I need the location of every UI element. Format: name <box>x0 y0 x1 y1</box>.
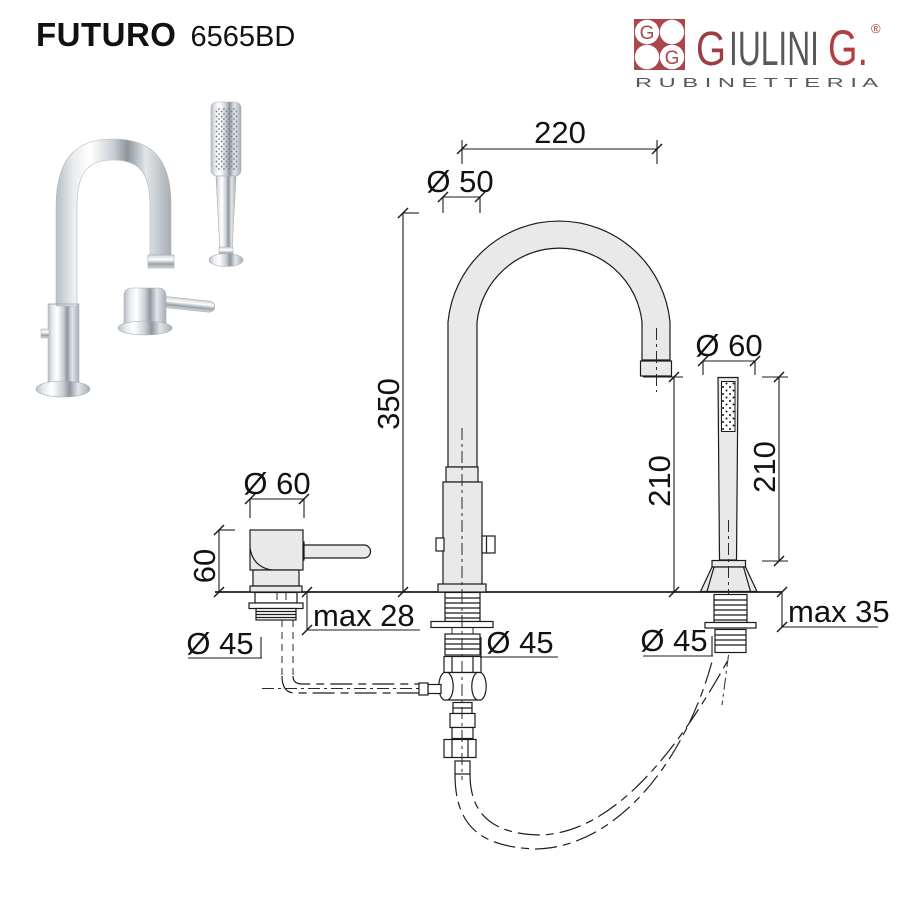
photo-shower-knurl <box>215 108 237 170</box>
dim-handle-height: 60 <box>187 549 222 583</box>
photo-spout-arch <box>55 138 172 307</box>
valve-side-port <box>427 683 442 695</box>
logo-final: G. <box>828 20 868 76</box>
handle-washer <box>248 602 304 610</box>
handle-body <box>249 529 304 571</box>
logo-mark-g2: G <box>665 48 680 69</box>
dim-hole-left: Ø 45 <box>186 626 253 661</box>
handle-flange <box>249 585 303 593</box>
dim-handshower-length: 210 <box>747 441 782 493</box>
photo-handle-base <box>117 320 173 336</box>
right-shank-thread <box>713 593 748 624</box>
dim-hole-right: Ø 45 <box>640 623 707 658</box>
hose-nut <box>443 738 477 759</box>
photo-spout <box>35 138 175 398</box>
dim-max-deck-left: max 28 <box>313 598 415 633</box>
logo-mark-g1: G <box>640 23 655 44</box>
dim-hole-center: Ø 45 <box>486 625 553 660</box>
photo-spout-base <box>35 380 91 398</box>
spout-left-tab <box>435 537 445 552</box>
photo-side-pin <box>40 328 50 339</box>
dim-spout-reach: 220 <box>534 115 586 150</box>
center-valve-outline <box>418 591 494 780</box>
handle-lever <box>298 544 372 559</box>
photo-aerator <box>147 254 175 269</box>
dim-handle-diameter: Ø 60 <box>243 466 310 501</box>
technical-drawing: 220 Ø 50 350 210 Ø 60 210 <box>186 115 890 850</box>
brand-logo-svg: G G G IULINI G. ® R U B I N E T T E R I … <box>634 19 881 90</box>
dim-outlet-height: 210 <box>642 455 677 507</box>
logo-mark: G G <box>634 19 685 70</box>
photo-shower-handle <box>215 175 237 253</box>
holder-cone <box>699 566 758 593</box>
logo-wordmark: G IULINI G. ® R U B I N E T T E R I A <box>635 20 881 90</box>
photo-handle-body <box>123 287 167 327</box>
dim-handshower-diameter: Ø 60 <box>695 328 762 363</box>
shower-hose <box>454 657 729 850</box>
logo-rest: IULINI <box>729 23 819 76</box>
photo-handshower <box>208 101 244 267</box>
dimensions: 220 Ø 50 350 210 Ø 60 210 <box>186 115 889 661</box>
registered-icon: ® <box>871 21 881 36</box>
dim-spout-height: 350 <box>371 378 406 430</box>
dim-spout-diameter: Ø 50 <box>426 164 493 199</box>
product-code: 6565BD <box>190 21 296 53</box>
dim-max-deck-right: max 35 <box>788 594 890 629</box>
brand-logo: G G G IULINI G. ® R U B I N E T T E R I … <box>630 8 886 105</box>
photo-shower-base <box>208 253 244 267</box>
logo-initial: G <box>696 23 726 76</box>
handshower-outline <box>699 376 758 706</box>
logo-subtitle: R U B I N E T T E R I A <box>635 75 879 90</box>
series-name: FUTURO <box>36 16 177 53</box>
handle-base <box>252 569 300 587</box>
diverter-knob <box>481 535 496 554</box>
spout-outline <box>435 220 673 593</box>
product-photo <box>35 101 244 398</box>
handle-outline <box>248 529 445 694</box>
photo-handle <box>117 287 216 336</box>
page-header: FUTURO 6565BD <box>36 16 295 54</box>
right-washer <box>704 621 757 629</box>
